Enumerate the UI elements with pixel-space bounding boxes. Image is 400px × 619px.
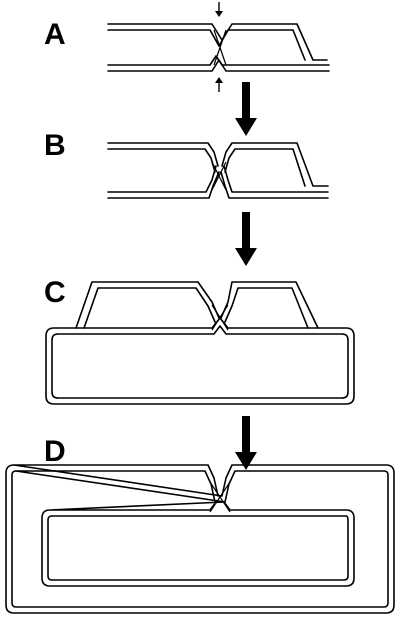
small-up-arrow-icon — [215, 77, 223, 92]
panel-a-bottom-strand-2 — [107, 59, 330, 72]
panel-d-outer-loop-2 — [11, 470, 389, 608]
panel-label-c: C — [44, 276, 66, 309]
panel-d-crossover — [209, 481, 231, 513]
panel-c-structure — [45, 281, 355, 405]
panel-a-duplex — [107, 23, 330, 72]
panel-b-top-strand-2 — [107, 148, 306, 187]
panel-c-upper-loop-outer — [75, 281, 319, 329]
panel-label-d: D — [44, 435, 66, 468]
panel-b-bottom-strand-1 — [107, 165, 329, 193]
bold-down-arrow-icon — [235, 416, 257, 470]
panel-label-b: B — [44, 129, 66, 162]
panel-d-structure — [5, 464, 395, 614]
panel-d-outer-loop-1 — [5, 464, 395, 614]
panel-a-top-strand-2 — [107, 29, 306, 61]
panel-b-crossover — [211, 161, 227, 191]
panel-b-bottom-strand-2 — [107, 171, 329, 199]
small-down-arrow-icon — [215, 2, 223, 17]
panel-b-duplex — [107, 142, 329, 199]
bold-down-arrow-icon — [235, 212, 257, 266]
panel-a-bottom-strand-1 — [107, 55, 330, 66]
panel-c-upper-loop-inner — [83, 287, 309, 329]
panel-label-a: A — [44, 18, 66, 51]
panel-a-top-strand-1 — [107, 23, 328, 61]
panel-c-lower-loop-outer — [45, 317, 355, 405]
panel-b-top-strand-1 — [107, 142, 329, 187]
panel-d-inner-loop-2 — [47, 515, 349, 581]
bold-down-arrow-icon — [235, 82, 257, 136]
panel-d-inner-loop-1 — [41, 501, 355, 587]
panel-c-lower-loop-inner — [51, 325, 349, 399]
panel-a-crossover — [213, 29, 227, 66]
